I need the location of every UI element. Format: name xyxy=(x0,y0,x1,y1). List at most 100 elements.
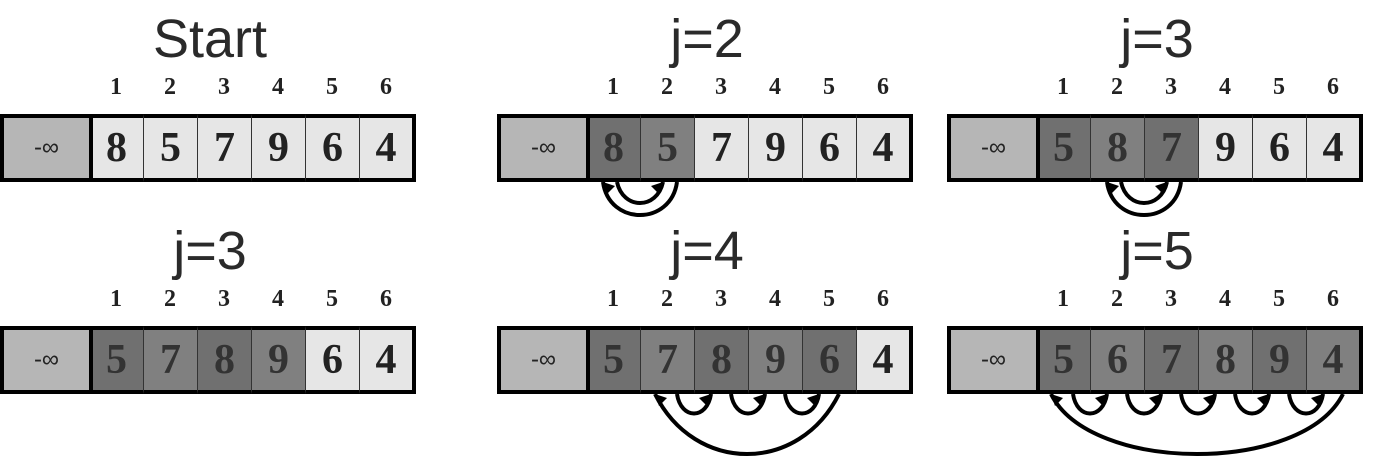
index-label: 1 xyxy=(110,286,122,312)
shift-arrow xyxy=(783,393,821,416)
array-cell: 5 xyxy=(640,114,694,182)
array-cell: 7 xyxy=(143,326,197,394)
array-cell: 9 xyxy=(1252,326,1306,394)
arrow-head xyxy=(1203,394,1215,406)
index-label: 3 xyxy=(218,286,230,312)
array-cell: 8 xyxy=(1198,326,1252,394)
sentinel-cell: -∞ xyxy=(497,326,586,394)
panel-title: j=2 xyxy=(670,9,744,69)
array-cell: 4 xyxy=(1306,326,1363,394)
panel-j3-a: j=3 1 2 3 4 5 6 -∞ 5 8 7 9 6 4 xyxy=(947,0,1367,225)
return-arrow xyxy=(653,393,841,456)
arrow-head xyxy=(1051,394,1063,406)
arrow-head xyxy=(651,182,663,194)
index-label: 6 xyxy=(380,74,392,100)
shift-arrow xyxy=(1125,393,1163,416)
index-label: 6 xyxy=(877,286,889,312)
panel-title: j=4 xyxy=(670,221,744,281)
panel-title: j=5 xyxy=(1120,221,1194,281)
index-label: 3 xyxy=(1165,74,1177,100)
array-cell: 9 xyxy=(251,114,305,182)
arrow-head xyxy=(603,182,615,194)
sentinel-divider xyxy=(1036,326,1040,394)
swap-arrow xyxy=(1105,181,1183,217)
arrow-head xyxy=(807,394,819,406)
sentinel-cell: -∞ xyxy=(0,114,89,182)
index-label: 5 xyxy=(823,286,835,312)
swap-arrows xyxy=(601,181,679,217)
array-cell: 9 xyxy=(1198,114,1252,182)
sentinel-divider xyxy=(586,326,590,394)
array-cell: 8 xyxy=(197,326,251,394)
index-label: 4 xyxy=(1219,286,1231,312)
shift-arrow xyxy=(1071,393,1109,416)
arrow-head xyxy=(655,394,667,406)
sentinel-cell: -∞ xyxy=(947,114,1036,182)
return-arrow xyxy=(1049,393,1345,456)
array-cell: 9 xyxy=(748,114,802,182)
panel-title: j=3 xyxy=(173,221,247,281)
index-label: 1 xyxy=(1057,74,1069,100)
shift-arrow xyxy=(675,393,713,416)
arrow-head xyxy=(1149,394,1161,406)
index-label: 2 xyxy=(1111,286,1123,312)
arrow-head xyxy=(1107,182,1119,194)
index-label: 4 xyxy=(272,286,284,312)
panel-title: j=3 xyxy=(1120,9,1194,69)
array-cell: 8 xyxy=(586,114,640,182)
array-cell: 4 xyxy=(359,326,416,394)
sentinel-cell: -∞ xyxy=(947,326,1036,394)
panel-j4: j=4 1 2 3 4 5 6 -∞ 5 7 8 9 6 4 xyxy=(497,212,917,456)
index-label: 5 xyxy=(1273,74,1285,100)
index-label: 6 xyxy=(1327,286,1339,312)
array-cell: 7 xyxy=(197,114,251,182)
shift-arrows xyxy=(1049,393,1345,456)
swap-arrows xyxy=(1105,181,1183,217)
index-label: 3 xyxy=(1165,286,1177,312)
panel-j5: j=5 1 2 3 4 5 6 -∞ 5 6 7 8 9 4 xyxy=(947,212,1367,456)
index-label: 3 xyxy=(218,74,230,100)
array-cell: 5 xyxy=(586,326,640,394)
array-cell: 4 xyxy=(856,326,913,394)
array-cell: 8 xyxy=(89,114,143,182)
arrow-head xyxy=(753,394,765,406)
index-label: 2 xyxy=(1111,74,1123,100)
sentinel-divider xyxy=(586,114,590,182)
panel-start: Start 1 2 3 4 5 6 -∞ 8 5 7 9 6 4 xyxy=(0,0,420,225)
array-cell: 5 xyxy=(1036,326,1090,394)
array-cell: 9 xyxy=(251,326,305,394)
array-cell: 6 xyxy=(1252,114,1306,182)
arrow-head xyxy=(1257,394,1269,406)
shift-arrow xyxy=(729,393,767,416)
arrow-head xyxy=(1311,394,1323,406)
shift-arrow xyxy=(1233,393,1271,416)
arrow-head xyxy=(1155,182,1167,194)
array-cell: 4 xyxy=(856,114,913,182)
arrow-head xyxy=(1095,394,1107,406)
array-cell: 5 xyxy=(1036,114,1090,182)
panel-j3-b: j=3 1 2 3 4 5 6 -∞ 5 7 8 9 6 4 xyxy=(0,212,420,437)
panel-title: Start xyxy=(152,9,268,69)
array-cell: 6 xyxy=(802,114,856,182)
index-label: 6 xyxy=(380,286,392,312)
index-label: 1 xyxy=(607,286,619,312)
array-cell: 6 xyxy=(305,326,359,394)
index-label: 2 xyxy=(164,286,176,312)
array-cell: 4 xyxy=(1306,114,1363,182)
swap-arrow xyxy=(601,181,679,217)
shift-arrows xyxy=(653,393,841,456)
array-cell: 4 xyxy=(359,114,416,182)
index-label: 4 xyxy=(1219,74,1231,100)
index-label: 1 xyxy=(110,74,122,100)
array-cell: 8 xyxy=(1090,114,1144,182)
sentinel-cell: -∞ xyxy=(0,326,89,394)
array-cell: 6 xyxy=(1090,326,1144,394)
array-cell: 5 xyxy=(143,114,197,182)
sentinel-cell: -∞ xyxy=(497,114,586,182)
sentinel-divider xyxy=(89,114,93,182)
index-label: 5 xyxy=(1273,286,1285,312)
array-cell: 5 xyxy=(89,326,143,394)
index-label: 2 xyxy=(661,286,673,312)
array-cell: 6 xyxy=(305,114,359,182)
index-label: 2 xyxy=(661,74,673,100)
